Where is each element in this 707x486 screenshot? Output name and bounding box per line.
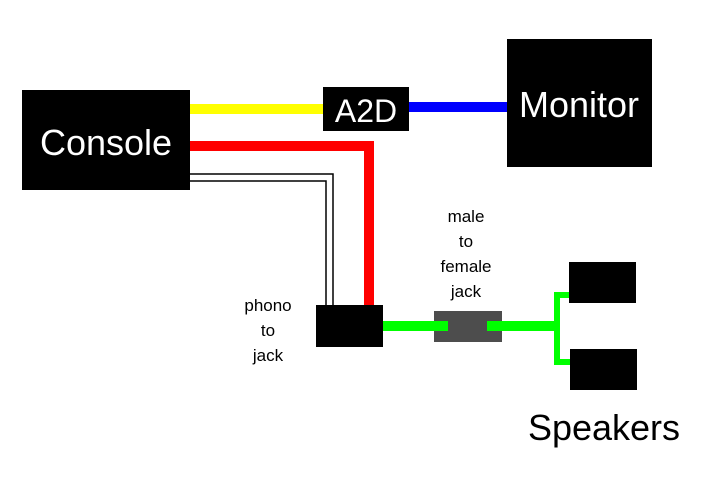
monitor-label: Monitor: [519, 84, 639, 125]
label-line: to: [459, 232, 473, 251]
green-split: [554, 292, 570, 365]
phono-to-jack-box: [316, 305, 383, 347]
console-box: Console: [22, 90, 190, 190]
label-line: female: [440, 257, 491, 276]
label-line: to: [261, 321, 275, 340]
speaker-top: [569, 262, 636, 303]
male-to-female-jack-label: male to female jack: [440, 207, 491, 301]
white-cable: [190, 173, 334, 307]
speaker-bottom: [570, 349, 637, 390]
label-line: phono: [244, 296, 291, 315]
a2d-box: A2D: [323, 87, 409, 131]
monitor-box: Monitor: [507, 39, 652, 167]
console-label: Console: [40, 122, 172, 163]
label-line: jack: [450, 282, 482, 301]
label-line: jack: [252, 346, 284, 365]
speakers-label: Speakers: [528, 407, 680, 448]
label-line: male: [448, 207, 485, 226]
phono-to-jack-label: phono to jack: [244, 296, 291, 365]
red-cable: [190, 141, 374, 307]
a2d-label: A2D: [335, 93, 397, 129]
